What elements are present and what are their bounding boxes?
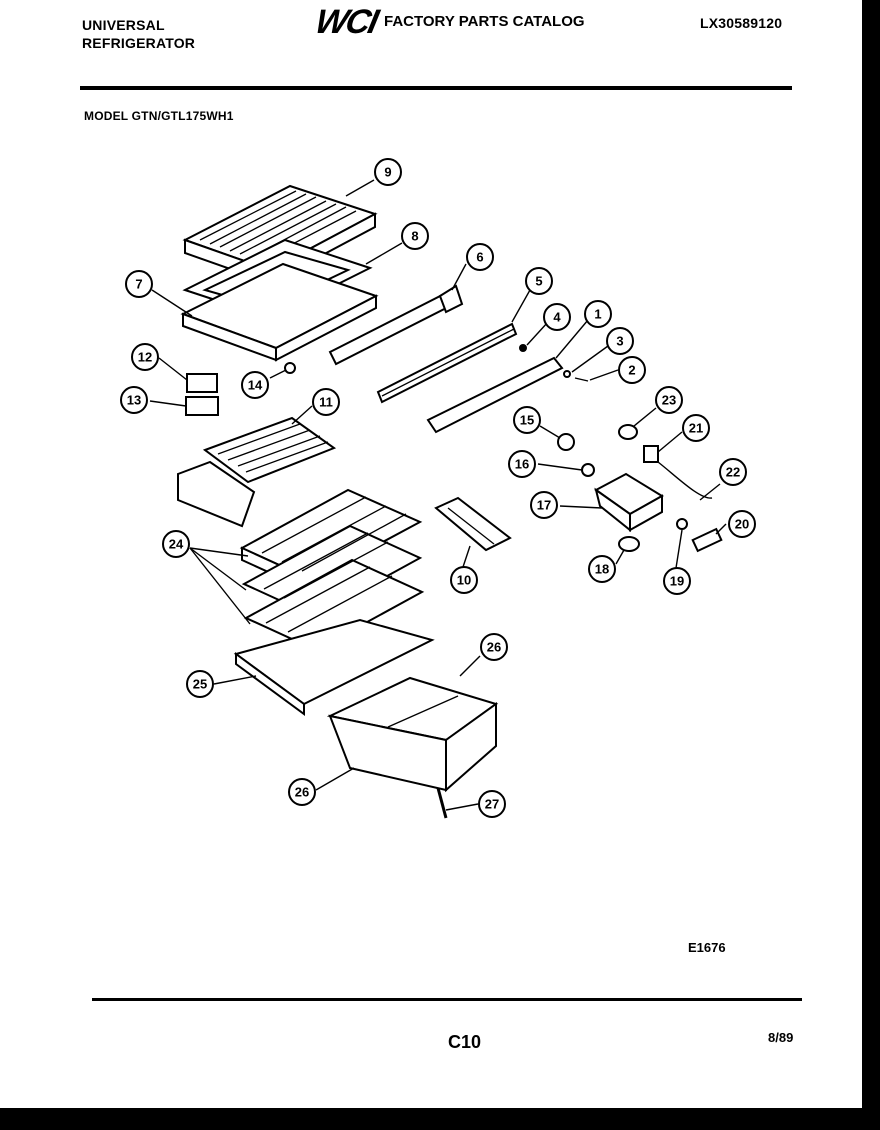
part-16-dial [581,463,595,477]
revision-date: 8/89 [768,1030,794,1045]
svg-text:20: 20 [735,517,749,532]
svg-text:17: 17 [537,498,551,513]
svg-text:27: 27 [485,797,499,812]
svg-text:25: 25 [193,677,207,692]
callout-27: 27 [478,790,506,818]
part-25-crisper-frame [233,618,435,716]
callout-6: 6 [466,243,494,271]
part-9-crisper-cover [182,184,378,285]
part-6-side-rail [328,284,464,366]
svg-text:26: 26 [487,640,501,655]
part-10-ice-tray [434,496,512,552]
svg-text:16: 16 [515,457,529,472]
callout-26-upper: 26 [480,633,508,661]
callout-19: 19 [663,567,691,595]
part-18-grommet [618,536,640,552]
svg-text:4: 4 [553,310,561,325]
svg-text:3: 3 [616,334,623,349]
footer-rule [92,998,802,1001]
svg-text:23: 23 [662,393,676,408]
svg-text:2: 2 [628,363,635,378]
svg-text:24: 24 [169,537,184,552]
svg-text:7: 7 [135,277,142,292]
callout-3: 3 [606,327,634,355]
callout-13: 13 [120,386,148,414]
part-14-cap [284,362,296,374]
part-2-screw [574,377,589,382]
part-15-knob [557,433,575,451]
part-26-crisper-pan [326,676,499,793]
part-12-clip [186,373,218,393]
callout-8: 8 [401,222,429,250]
callout-16: 16 [508,450,536,478]
callout-26-lower: 26 [288,778,316,806]
header-rule [80,86,792,90]
scan-border-right [862,0,880,1130]
svg-text:21: 21 [689,421,703,436]
part-3-washer [563,370,571,378]
callout-18: 18 [588,555,616,583]
callout-9: 9 [374,158,402,186]
leader-lines [149,179,727,811]
svg-text:18: 18 [595,562,609,577]
part-24-shelves [239,488,425,652]
brand-line-1: UNIVERSAL [82,17,165,33]
callout-23: 23 [655,386,683,414]
callout-11: 11 [312,388,340,416]
svg-text:12: 12 [138,350,152,365]
page-number: C10 [448,1032,482,1052]
part-17-control-housing [594,472,664,533]
part-13-bracket [185,396,219,416]
callout-21: 21 [682,414,710,442]
part-22-wire [657,461,713,499]
svg-text:13: 13 [127,393,141,408]
callout-20: 20 [728,510,756,538]
model-number: MODEL GTN/GTL175WH1 [84,109,234,123]
drawing-code: E1676 [688,940,726,955]
svg-text:10: 10 [457,573,471,588]
svg-text:8: 8 [411,229,418,244]
part-23-bulb [618,424,638,440]
svg-text:19: 19 [670,574,684,589]
catalog-title: FACTORY PARTS CATALOG [384,13,585,30]
svg-text:11: 11 [319,395,333,410]
svg-text:5: 5 [535,274,542,289]
callout-25: 25 [186,670,214,698]
callout-4: 4 [543,303,571,331]
callout-10: 10 [450,566,478,594]
part-7-glass-insert [180,262,379,362]
svg-text:1: 1 [594,307,601,322]
callout-15: 15 [513,406,541,434]
callout-2: 2 [618,356,646,384]
callout-17: 17 [530,491,558,519]
catalog-number: LX30589120 [700,15,783,31]
svg-text:9: 9 [384,165,391,180]
brand-line-2: REFRIGERATOR [82,35,196,51]
part-1-rail [426,356,564,434]
callout-12: 12 [131,343,159,371]
part-27-pin [436,787,448,819]
part-4-nut [519,344,527,352]
svg-text:6: 6 [476,250,483,265]
scan-border-bottom [0,1108,880,1130]
part-19-screw [676,518,688,530]
callout-24: 24 [162,530,190,558]
callout-22: 22 [719,458,747,486]
callout-14: 14 [241,371,269,399]
svg-text:22: 22 [726,465,740,480]
svg-text:14: 14 [248,378,263,393]
part-20-clip [691,527,723,553]
part-21-connector [643,445,659,463]
callout-1: 1 [584,300,612,328]
part-5-rail [376,322,518,404]
svg-text:15: 15 [520,413,534,428]
callout-7: 7 [125,270,153,298]
callout-5: 5 [525,267,553,295]
part-11-shelf-unit [177,416,337,528]
svg-text:26: 26 [295,785,309,800]
